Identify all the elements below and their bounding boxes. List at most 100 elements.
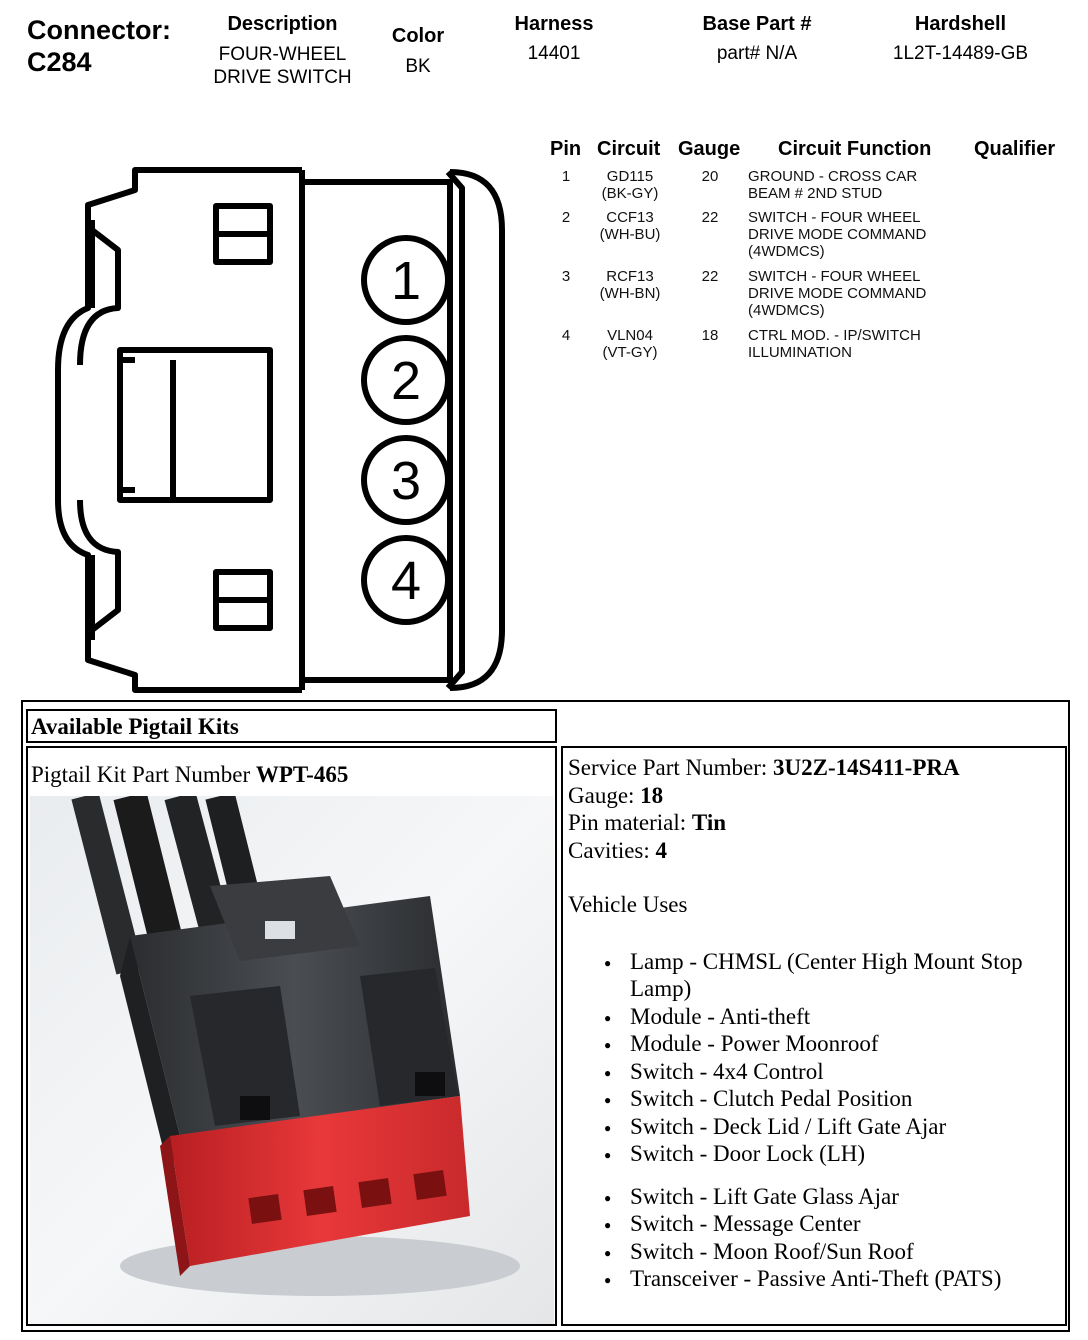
vehicle-use-item: Switch - Moon Roof/Sun Roof (568, 1238, 1063, 1267)
shell-right (449, 169, 505, 691)
circuit-cell: GD115 (BK-GY) (590, 168, 670, 202)
vehicle-use-item: Switch - Lift Gate Glass Ajar (568, 1183, 1063, 1212)
base-part-column: Base Part # part# N/A (682, 13, 832, 65)
hardshell-label: Hardshell (914, 13, 1007, 35)
gauge-cell: 20 (701, 168, 719, 185)
gauge-label: Gauge: (568, 782, 641, 808)
function-line: GROUND - CROSS CAR (748, 168, 918, 185)
vehicle-uses-title: Vehicle Uses (568, 892, 688, 917)
function-cell: CTRL MOD. - IP/SWITCH ILLUMINATION (748, 327, 978, 361)
pigtail-section-title-cell: Available Pigtail Kits (26, 709, 557, 743)
pin-number-3: 3 (391, 451, 421, 511)
gauge-line: Gauge: 18 (568, 782, 1063, 810)
vehicle-uses-list: Lamp - CHMSL (Center High Mount Stop Lam… (568, 948, 1063, 1169)
pigtail-kit-cell: Pigtail Kit Part Number WPT-465 (26, 746, 557, 1326)
housing-left-outline (55, 167, 302, 693)
harness-column: Harness 14401 (494, 13, 614, 65)
vehicle-use-item: Switch - 4x4 Control (568, 1058, 1063, 1087)
description-column: Description FOUR-WHEEL DRIVE SWITCH (190, 13, 375, 89)
function-line: (4WDMCS) (748, 243, 825, 260)
function-line: SWITCH - FOUR WHEEL (748, 268, 921, 285)
service-part-label: Service Part Number: (568, 755, 774, 780)
vehicle-use-item: Switch - Door Lock (LH) (568, 1140, 1063, 1169)
pigtail-details-cell: Service Part Number: 3U2Z-14S411-PRA Gau… (561, 746, 1067, 1326)
color-label: Color (391, 25, 445, 47)
pin-cell: 3 (561, 268, 571, 285)
circuit-color: (WH-BN) (599, 285, 661, 302)
description-line-2: DRIVE SWITCH (213, 67, 352, 88)
connector-face-diagram: 1 2 3 4 (55, 167, 505, 693)
color-value: BK (405, 56, 431, 77)
gauge-cell: 22 (701, 209, 719, 226)
col-header-circuit: Circuit (597, 138, 661, 160)
base-part-value: part# N/A (716, 43, 798, 64)
cavity-block (302, 179, 453, 683)
harness-value: 14401 (527, 43, 581, 64)
pigtail-section-title: Available Pigtail Kits (31, 714, 239, 739)
vehicle-use-item: Switch - Message Center (568, 1210, 1063, 1239)
pin-cell: 4 (561, 327, 571, 344)
gauge-cell: 18 (701, 327, 719, 344)
vehicle-uses-list-continued: Switch - Lift Gate Glass AjarSwitch - Me… (568, 1183, 1063, 1294)
circuit-color: (WH-BU) (599, 226, 661, 243)
circuit-cell: VLN04 (VT-GY) (590, 327, 670, 361)
circuit-code: CCF13 (606, 209, 654, 226)
pigtail-kit-line: Pigtail Kit Part Number WPT-465 (31, 762, 348, 788)
pin-number-2: 2 (391, 351, 421, 411)
pin-circle-4 (361, 535, 451, 625)
pin-cell: 2 (561, 209, 571, 226)
connector-title: Connector: C284 (27, 14, 171, 78)
description-value: FOUR-WHEEL DRIVE SWITCH (190, 43, 375, 89)
pin-material-line: Pin material: Tin (568, 809, 1063, 837)
pin-circle-2 (361, 335, 451, 425)
center-window (117, 347, 273, 503)
function-line: ILLUMINATION (748, 344, 852, 361)
function-line: DRIVE MODE COMMAND (748, 226, 927, 243)
pin-material-value: Tin (691, 810, 727, 835)
vehicle-use-item: Switch - Clutch Pedal Position (568, 1085, 1063, 1114)
gauge-value: 18 (640, 782, 664, 808)
circuit-code: VLN04 (607, 327, 653, 344)
function-line: CTRL MOD. - IP/SWITCH (748, 327, 921, 344)
color-column: Color BK (378, 25, 458, 78)
col-header-function: Circuit Function (778, 138, 932, 160)
cavities-line: Cavities: 4 (568, 837, 1063, 865)
pin-number-4: 4 (391, 551, 421, 611)
circuit-code: RCF13 (606, 268, 654, 285)
description-label: Description (227, 13, 338, 35)
service-part-line: Service Part Number: 3U2Z-14S411-PRA (568, 754, 1063, 782)
vehicle-use-item: Module - Anti-theft (568, 1003, 1063, 1032)
latch-upper (77, 227, 121, 366)
connector-label: Connector: (27, 15, 171, 45)
connector-id: C284 (27, 47, 92, 77)
function-cell: GROUND - CROSS CAR BEAM # 2ND STUD (748, 168, 978, 202)
pigtail-details: Service Part Number: 3U2Z-14S411-PRA Gau… (568, 754, 1063, 1294)
function-cell: SWITCH - FOUR WHEEL DRIVE MODE COMMAND (… (748, 209, 978, 260)
vehicle-use-item: Lamp - CHMSL (Center High Mount Stop Lam… (568, 948, 1063, 1003)
col-header-qualifier: Qualifier (974, 138, 1056, 160)
function-line: SWITCH - FOUR WHEEL (748, 209, 921, 226)
service-part-value: 3U2Z-14S411-PRA (773, 755, 960, 780)
cavities-value: 4 (655, 837, 668, 863)
harness-label: Harness (514, 13, 594, 35)
pin-cell: 1 (561, 168, 571, 185)
vehicle-use-item: Module - Power Moonroof (568, 1030, 1063, 1059)
gauge-cell: 22 (701, 268, 719, 285)
circuit-color: (BK-GY) (601, 185, 659, 202)
base-part-label: Base Part # (702, 13, 812, 35)
pin-circle-1 (361, 235, 451, 325)
function-cell: SWITCH - FOUR WHEEL DRIVE MODE COMMAND (… (748, 268, 978, 319)
vehicle-use-item: Transceiver - Passive Anti-Theft (PATS) (568, 1265, 1063, 1294)
kit-number: WPT-465 (255, 762, 349, 787)
circuit-cell: CCF13 (WH-BU) (590, 209, 670, 243)
pin-material-label: Pin material: (568, 810, 692, 835)
function-line: BEAM # 2ND STUD (748, 185, 883, 202)
hardshell-value: 1L2T-14489-GB (892, 43, 1029, 64)
pin-circle-3 (361, 435, 451, 525)
col-header-gauge: Gauge (678, 138, 741, 160)
vehicle-use-item: Switch - Deck Lid / Lift Gate Ajar (568, 1113, 1063, 1142)
function-line: DRIVE MODE COMMAND (748, 285, 927, 302)
circuit-cell: RCF13 (WH-BN) (590, 268, 670, 302)
latch-lower (77, 499, 121, 633)
function-line: (4WDMCS) (748, 302, 825, 319)
